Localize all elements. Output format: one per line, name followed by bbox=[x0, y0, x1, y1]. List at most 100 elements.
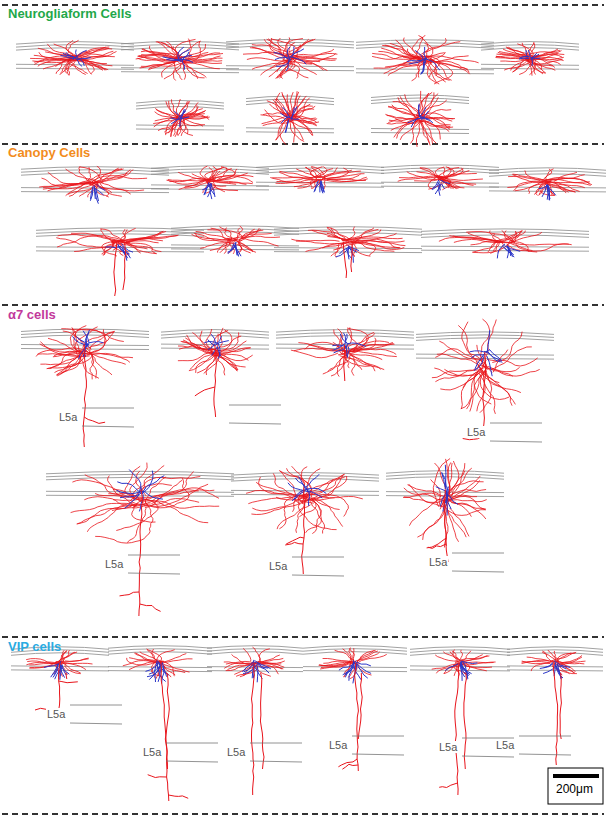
descending-axon bbox=[560, 673, 561, 739]
axon-arbor bbox=[56, 228, 178, 256]
layer-label: L5a bbox=[466, 426, 486, 438]
descending-axon bbox=[120, 490, 161, 616]
axon-arbor bbox=[385, 91, 455, 147]
layer-label: L5a bbox=[428, 556, 448, 568]
axon-arbor bbox=[372, 35, 479, 84]
layer-boundary bbox=[250, 743, 302, 762]
descending-axon bbox=[439, 663, 460, 795]
dendrite-arbor bbox=[288, 474, 326, 506]
pia-line bbox=[46, 471, 234, 496]
axon-arbor bbox=[71, 463, 220, 543]
layer-boundary bbox=[490, 423, 542, 442]
section-separator bbox=[2, 4, 604, 6]
descending-axon bbox=[252, 663, 256, 795]
axon-arbor bbox=[270, 167, 367, 190]
dendrite-arbor bbox=[336, 245, 359, 262]
layer-boundary bbox=[519, 736, 571, 755]
dendrite-arbor bbox=[146, 661, 169, 684]
dendrite-arbor bbox=[106, 244, 134, 261]
axon-arbor bbox=[261, 91, 320, 145]
dendrite-arbor bbox=[519, 50, 541, 66]
layer-label: L5a bbox=[268, 560, 288, 572]
dendrite-arbor bbox=[274, 47, 306, 71]
descending-axon bbox=[66, 673, 67, 679]
dendrite-arbor bbox=[539, 184, 556, 200]
dendrite-arbor bbox=[280, 107, 299, 133]
dendrite-arbor bbox=[204, 334, 229, 359]
descending-axon bbox=[114, 242, 117, 296]
layer-label: L5a bbox=[142, 746, 162, 758]
section-separator bbox=[2, 813, 604, 815]
descending-axon bbox=[427, 490, 448, 562]
layer-label: L5a bbox=[104, 558, 124, 570]
section-heading: VIP cells bbox=[8, 640, 61, 654]
pia-line bbox=[231, 473, 379, 496]
dendrite-arbor bbox=[44, 661, 69, 680]
layer-label: L5a bbox=[438, 741, 458, 753]
section-separator bbox=[2, 304, 604, 306]
pia-line bbox=[356, 40, 494, 74]
dendrite-arbor bbox=[436, 465, 458, 516]
descending-axon bbox=[195, 345, 217, 417]
layer-boundary bbox=[166, 743, 218, 762]
dendrite-arbor bbox=[90, 184, 105, 203]
layer-boundary bbox=[70, 705, 122, 724]
descending-axon bbox=[344, 345, 345, 381]
descending-axon bbox=[463, 352, 486, 440]
descending-axon bbox=[338, 663, 358, 771]
axon-arbor bbox=[243, 37, 337, 78]
axon-arbor bbox=[439, 230, 572, 253]
pia-line bbox=[303, 646, 407, 672]
dendrite-arbor bbox=[408, 104, 433, 127]
dendrite-arbor bbox=[314, 180, 324, 193]
layer-label: L5a bbox=[58, 411, 78, 423]
descending-axon bbox=[123, 242, 126, 290]
dendrite-arbor bbox=[202, 182, 215, 199]
dendrite-arbor bbox=[497, 244, 520, 259]
descending-axon bbox=[351, 242, 352, 272]
axon-arbor bbox=[136, 39, 223, 81]
section-separator bbox=[2, 636, 604, 638]
layer-label: L5a bbox=[226, 746, 246, 758]
descending-axon bbox=[35, 663, 78, 711]
dendrite-arbor bbox=[407, 47, 440, 75]
descending-axon bbox=[553, 663, 557, 765]
descending-axon bbox=[260, 673, 264, 769]
dendrite-arbor bbox=[171, 109, 190, 127]
scale-box bbox=[548, 768, 603, 804]
descending-axon bbox=[464, 673, 466, 769]
axon-arbor bbox=[153, 99, 210, 137]
descending-axon bbox=[165, 673, 169, 769]
dendrite-arbor bbox=[73, 330, 104, 359]
scale-label: 200μm bbox=[556, 783, 593, 796]
dendrite-arbor bbox=[332, 333, 366, 358]
layer-label: L5a bbox=[328, 739, 348, 751]
layer-boundary bbox=[82, 408, 134, 427]
dendrite-arbor bbox=[432, 180, 450, 196]
layer-boundary bbox=[452, 553, 504, 572]
layer-label: L5a bbox=[46, 708, 66, 720]
axon-arbor bbox=[39, 166, 147, 197]
axon-arbor bbox=[403, 459, 487, 548]
layer-label: L5a bbox=[495, 739, 515, 751]
axon-arbor bbox=[496, 42, 565, 75]
dendrite-arbor bbox=[228, 242, 242, 256]
scale-bar bbox=[553, 774, 599, 778]
descending-axon bbox=[83, 345, 105, 447]
layer-boundary bbox=[352, 736, 404, 755]
layer-boundary bbox=[229, 405, 281, 424]
axon-arbor bbox=[30, 40, 116, 75]
dendrite-arbor bbox=[242, 660, 270, 682]
layer-boundary bbox=[128, 555, 180, 574]
dendrite-arbor bbox=[60, 50, 90, 67]
section-heading: Neurogliaform Cells bbox=[8, 7, 132, 21]
section-heading: α7 cells bbox=[8, 308, 56, 322]
pia-line bbox=[21, 329, 149, 350]
descending-axon bbox=[358, 673, 362, 739]
descending-axon bbox=[148, 663, 189, 801]
dendrite-arbor bbox=[163, 47, 194, 70]
dendrite-arbor bbox=[445, 661, 477, 681]
axon-arbor bbox=[319, 648, 387, 679]
section-separator bbox=[2, 143, 604, 145]
